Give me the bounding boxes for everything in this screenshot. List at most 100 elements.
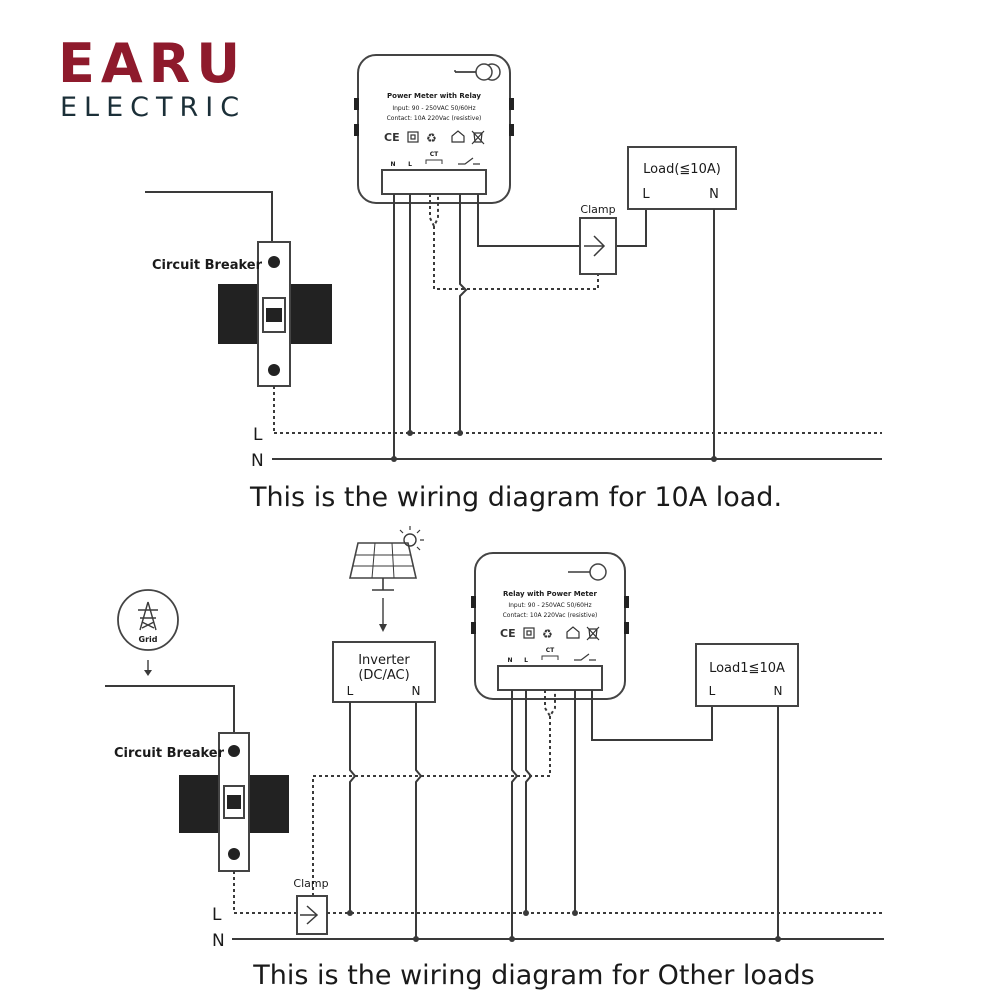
device-input-spec: Input: 90 - 250VAC 50/60Hz	[508, 602, 591, 609]
relay-out-wire	[591, 690, 713, 741]
device-button-icon	[589, 563, 607, 581]
relay-switch-icon	[458, 157, 480, 165]
l-wire-device	[525, 690, 533, 913]
breaker-toggle-lever	[266, 308, 282, 322]
certification-icons: CE ♻	[500, 626, 600, 641]
junction-dot	[572, 910, 578, 916]
solar-panel	[348, 542, 418, 579]
certification-icons: CE ♻	[384, 130, 485, 145]
bus-n-label: N	[212, 931, 225, 951]
junction-dot	[457, 430, 463, 436]
device-side-notch	[509, 124, 514, 136]
device-side-notch	[354, 124, 359, 136]
ct-wire-a	[544, 690, 556, 718]
double-insulation-icon-inner	[526, 630, 532, 636]
caption-other-loads: This is the wiring diagram for Other loa…	[252, 960, 814, 991]
device-button-icon	[475, 63, 493, 81]
diagram-10a-load: Circuit Breaker Power Meter with Relay I…	[145, 54, 882, 462]
circuit-breaker	[218, 241, 332, 387]
power-meter-device: Power Meter with Relay Input: 90 - 250VA…	[354, 54, 514, 204]
device-side-notch	[471, 596, 476, 608]
supply-feed-wire	[105, 685, 235, 733]
load-body	[627, 146, 737, 210]
junction-dot	[347, 910, 353, 916]
caption-10a-load: This is the wiring diagram for 10A load.	[249, 482, 782, 513]
circuit-breaker	[179, 732, 289, 872]
circuit-breaker-label: Circuit Breaker	[152, 258, 263, 273]
device-contact-spec: Contact: 10A 220Vac (resistive)	[503, 612, 598, 619]
ce-mark-icon: CE	[500, 627, 516, 640]
indoor-use-icon	[451, 130, 465, 143]
junction-dot	[391, 456, 397, 462]
clamp-to-load-wire	[616, 209, 647, 247]
terminal-block	[497, 665, 603, 691]
double-insulation-icon-inner	[410, 134, 416, 140]
circuit-breaker-label: Circuit Breaker	[114, 746, 225, 761]
ce-mark-icon: CE	[384, 131, 400, 144]
solar-arrow-head	[379, 624, 387, 632]
junction-dot	[711, 456, 717, 462]
terminal-l-label: L	[524, 657, 528, 664]
inverter-l-wire	[349, 702, 357, 913]
pylon-icon	[138, 601, 158, 631]
junction-dot	[407, 430, 413, 436]
terminal-l-label: L	[408, 161, 412, 168]
weee-bin-icon	[586, 626, 600, 641]
indoor-use-icon	[566, 626, 580, 639]
ct-bracket	[541, 655, 559, 660]
clamp-ct	[579, 217, 617, 275]
double-insulation-icon	[523, 627, 535, 639]
terminal-n-label: N	[507, 657, 512, 664]
breaker-toggle-lever	[227, 795, 241, 809]
device-side-notch	[509, 98, 514, 110]
relay-meter-device: Relay with Power Meter Input: 90 - 250VA…	[471, 552, 629, 700]
breaker-top-terminal	[228, 745, 240, 757]
inverter-label-line1: Inverter	[358, 653, 410, 668]
grid-circle	[117, 589, 179, 651]
junction-dot	[775, 936, 781, 942]
load-l-label: L	[709, 684, 716, 698]
ct-label: CT	[430, 151, 439, 158]
l-wire-device-2	[459, 194, 468, 433]
load-n-label: N	[709, 187, 719, 202]
ct-wire-loop	[312, 716, 551, 896]
device-side-notch	[354, 98, 359, 110]
load-box	[695, 643, 799, 707]
bus-n-label: N	[251, 451, 264, 471]
inverter-n-wire	[415, 702, 423, 939]
brand-subtitle: ELECTRIC	[60, 92, 246, 123]
inverter-l-label: L	[347, 684, 354, 698]
load-box	[627, 146, 737, 210]
ct-bracket	[425, 159, 443, 164]
breaker-top-terminal	[268, 256, 280, 268]
relay-out-wire	[477, 194, 580, 247]
sun-rays-icon	[399, 526, 424, 551]
weee-bin-icon	[471, 130, 485, 145]
brand-logo: EARU ELECTRIC	[58, 32, 246, 123]
breaker-bottom-terminal	[268, 364, 280, 376]
inverter-n-label: N	[412, 684, 421, 698]
relay-switch-icon	[574, 653, 596, 661]
device-side-notch	[624, 622, 629, 634]
junction-dot	[413, 936, 419, 942]
load-l-label: L	[642, 187, 650, 202]
double-insulation-icon	[407, 131, 419, 143]
breaker-bottom-terminal	[228, 848, 240, 860]
n-wire-device	[511, 690, 519, 939]
clamp-label: Clamp	[580, 203, 615, 216]
device-title: Relay with Power Meter	[503, 590, 598, 598]
supply-feed-wire	[145, 191, 273, 242]
inverter-label-line2: (DC/AC)	[358, 668, 409, 683]
terminal-n-label: N	[390, 161, 395, 168]
bus-l-label: L	[253, 425, 263, 445]
load-label: Load1≦10A	[709, 661, 785, 676]
recycle-icon: ♻	[542, 627, 553, 641]
device-title: Power Meter with Relay	[387, 92, 481, 100]
brand-name: EARU	[58, 32, 246, 95]
breaker-to-l-bus	[233, 871, 297, 914]
clamp-label: Clamp	[293, 877, 328, 890]
device-side-notch	[471, 622, 476, 634]
terminal-block	[381, 169, 487, 195]
load-label: Load(≦10A)	[643, 162, 721, 177]
